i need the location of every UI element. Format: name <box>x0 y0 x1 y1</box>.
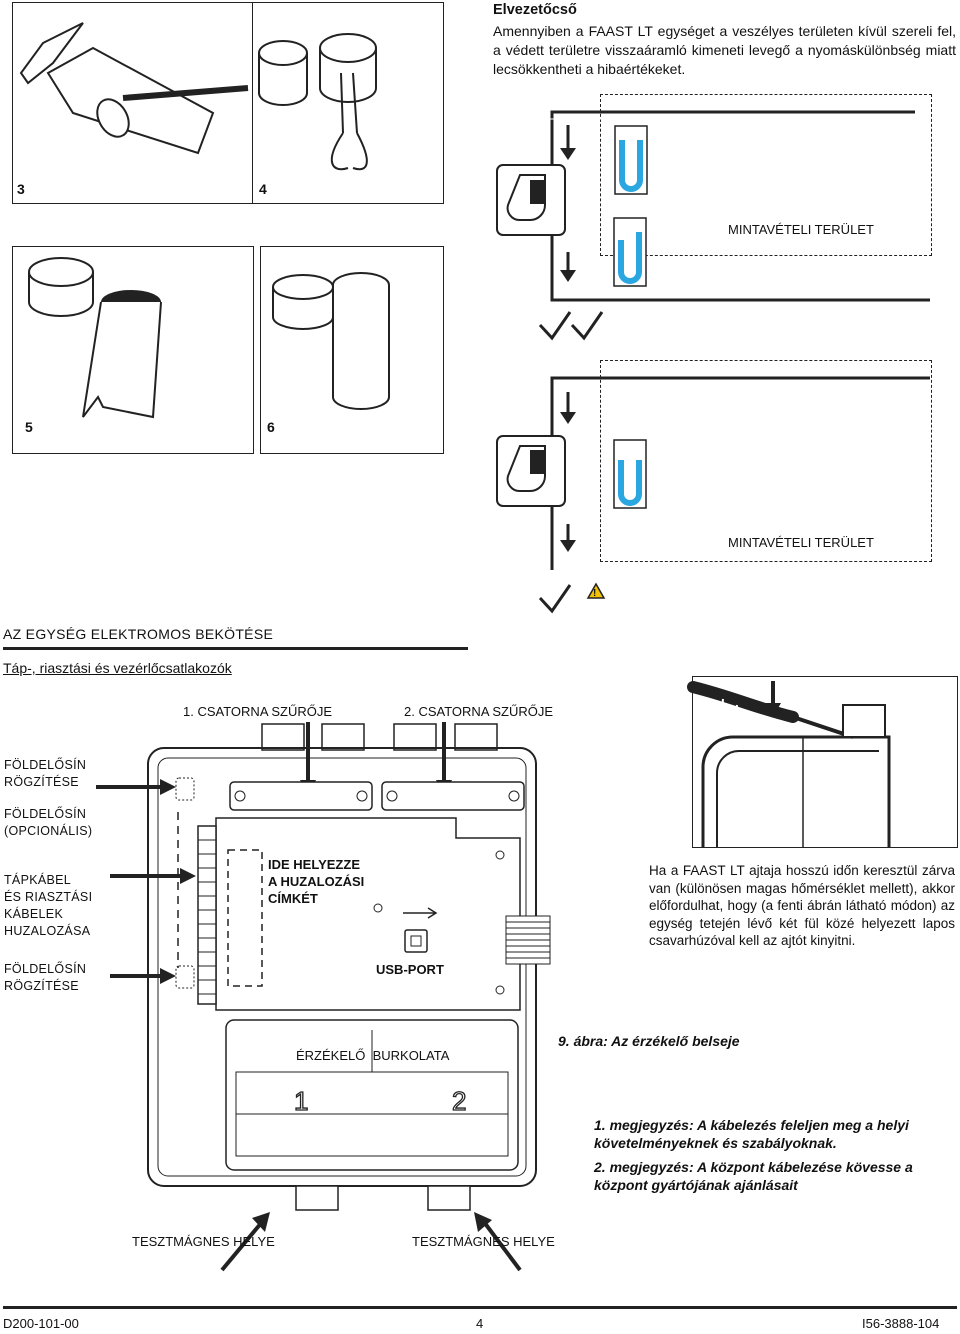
insert-pipe-illustration <box>258 33 377 171</box>
step-number-4: 4 <box>259 181 267 197</box>
wiring-label-note: IDE HELYEZZE A HUZALOZÁSI CÍMKÉT <box>268 857 365 906</box>
step-box-6: 6 <box>260 246 444 454</box>
filter-1-label: 1. CSATORNA SZŰRŐJE <box>183 704 333 719</box>
footer-rule <box>3 1306 957 1309</box>
footer-doc-code: D200-101-00 <box>3 1316 79 1331</box>
sampling-diagram <box>496 110 930 614</box>
ground-bar-optional-label: FÖLDELŐSÍN (OPCIONÁLIS) <box>4 807 93 838</box>
note-2: 2. megjegyzés: A központ kábelezése köve… <box>594 1159 913 1193</box>
sensor-number-1: 1 <box>293 1085 309 1116</box>
sampling-area-1 <box>600 94 932 256</box>
note-1: 1. megjegyzés: A kábelezés feleljen meg … <box>594 1117 909 1151</box>
section-title: AZ EGYSÉG ELEKTROMOS BEKÖTÉSE <box>3 626 274 642</box>
ground-bar-fixing-label: FÖLDELŐSÍN RÖGZÍTÉSE <box>4 758 87 789</box>
sampling-area-label-2: MINTAVÉTELI TERÜLET <box>728 535 874 550</box>
filter-2-label: 2. CSATORNA SZŰRŐJE <box>404 704 554 719</box>
cut-pipe-illustration <box>19 22 249 155</box>
power-wiring-label: TÁPKÁBEL ÉS RIASZTÁSI KÁBELEK HUZALOZÁSA <box>4 873 93 938</box>
sampling-area-label-1: MINTAVÉTELI TERÜLET <box>728 222 874 237</box>
screwdriver-illustration <box>687 681 891 847</box>
sampling-area-2 <box>600 360 932 562</box>
section-rule <box>3 647 468 650</box>
door-note-text: Ha a FAAST LT ajtaja hosszú időn kereszt… <box>649 863 955 948</box>
ground-bar-fixing-label-2: FÖLDELŐSÍN RÖGZÍTÉSE <box>4 962 87 993</box>
step-number-3: 3 <box>17 181 25 197</box>
section-subtitle: Táp-, riasztási és vezérlőcsatlakozók <box>3 660 232 676</box>
door-inset-box <box>687 676 958 848</box>
step-box-4: 4 <box>252 2 444 204</box>
step-number-5: 5 <box>25 419 33 435</box>
sensor-cover-label: ÉRZÉKELŐ BURKOLATA <box>296 1048 450 1063</box>
step-box-3: 3 <box>12 2 254 204</box>
test-magnet-label-2: TESZTMÁGNES HELYE <box>412 1234 555 1249</box>
door-note: Ha a FAAST LT ajtaja hosszú időn kereszt… <box>649 862 955 950</box>
test-magnet-label-1: TESZTMÁGNES HELYE <box>132 1234 275 1249</box>
fitted-pipe-illustration <box>272 272 390 410</box>
figure-caption: 9. ábra: Az érzékelő belseje <box>558 1033 740 1049</box>
footer-manual-code: I56-3888-104 <box>862 1316 940 1331</box>
warning-icon: ! <box>593 588 597 599</box>
top-text: Elvezetőcső Amennyiben a FAAST LT egység… <box>493 2 956 79</box>
heading-elvezetocso: Elvezetőcső <box>493 2 577 18</box>
drain-paragraph: Amennyiben a FAAST LT egységet a veszély… <box>493 23 956 77</box>
step-number-6: 6 <box>267 419 275 435</box>
step-box-5: 5 <box>12 246 254 454</box>
pipe-with-seal-illustration <box>28 257 162 419</box>
footer-page-number: 4 <box>476 1316 484 1331</box>
usb-port-label: USB-PORT <box>376 962 444 977</box>
sensor-number-2: 2 <box>451 1085 467 1116</box>
